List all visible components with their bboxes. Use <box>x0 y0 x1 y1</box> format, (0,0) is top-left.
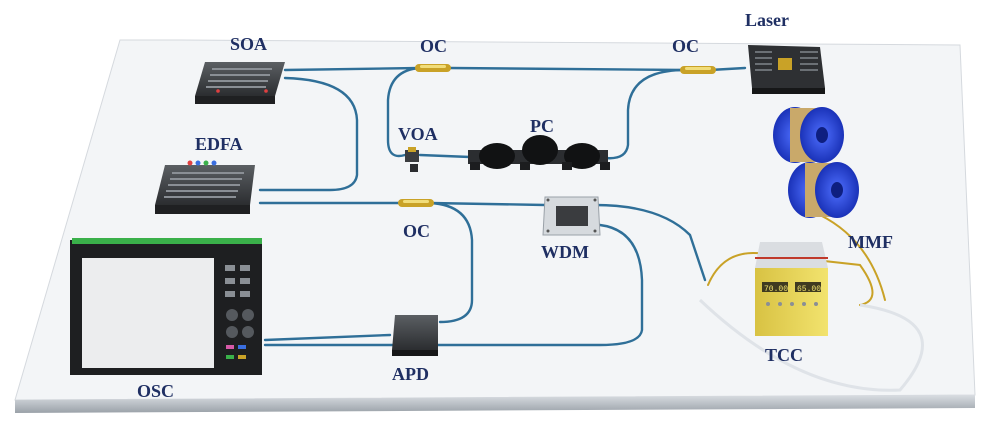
fiber-soa-loop <box>258 76 359 192</box>
laser-device <box>748 45 825 94</box>
edfa-label: EDFA <box>195 134 243 154</box>
oc-middle-label: OC <box>403 221 430 241</box>
fiber-soa-to-oc <box>283 66 422 72</box>
fiber-oc-to-wdm <box>428 201 547 207</box>
oc-coupler-top-left <box>415 64 451 72</box>
osc-label: OSC <box>137 381 174 401</box>
fiber-oc-loop-down <box>603 68 687 160</box>
tcc-device: 70.00 65.00 <box>755 242 828 336</box>
apd-device <box>392 315 438 356</box>
mmf-spool-bottom <box>788 162 859 218</box>
laser-label: Laser <box>745 10 789 30</box>
fiber-wdm-to-tcc <box>593 203 707 282</box>
fiber-oc-to-apd <box>428 201 474 324</box>
tcc-display-left: 70.00 <box>764 285 788 294</box>
edfa-device <box>155 160 255 214</box>
pc-label: PC <box>530 116 554 136</box>
apd-label: APD <box>392 364 429 384</box>
tcc-display-right: 65.00 <box>797 285 821 294</box>
voa-device <box>405 147 419 172</box>
fiber-wdm-to-osc <box>263 223 644 347</box>
voa-label: VOA <box>398 124 438 144</box>
optical-fibers <box>258 66 747 347</box>
fiber-voa-to-pc <box>418 153 472 159</box>
oc-coupler-middle <box>398 199 434 207</box>
fiber-apd-to-osc <box>263 333 392 342</box>
wdm-device <box>542 196 601 236</box>
oscilloscope-device <box>70 238 262 375</box>
soa-device <box>195 62 285 104</box>
mmf-spool-top <box>773 107 844 163</box>
oc-top-left-label: OC <box>420 36 447 56</box>
soa-label: SOA <box>230 34 267 54</box>
fiber-oc-to-voa <box>386 66 422 158</box>
polarization-controller <box>468 135 610 170</box>
mmf-label: MMF <box>848 232 893 252</box>
wdm-label: WDM <box>541 242 589 262</box>
tcc-label: TCC <box>765 345 803 365</box>
fiber-oc-to-oc <box>448 66 687 72</box>
mmf-return-fiber <box>698 298 924 392</box>
oc-top-right-label: OC <box>672 36 699 56</box>
oc-coupler-top-right <box>680 66 716 74</box>
